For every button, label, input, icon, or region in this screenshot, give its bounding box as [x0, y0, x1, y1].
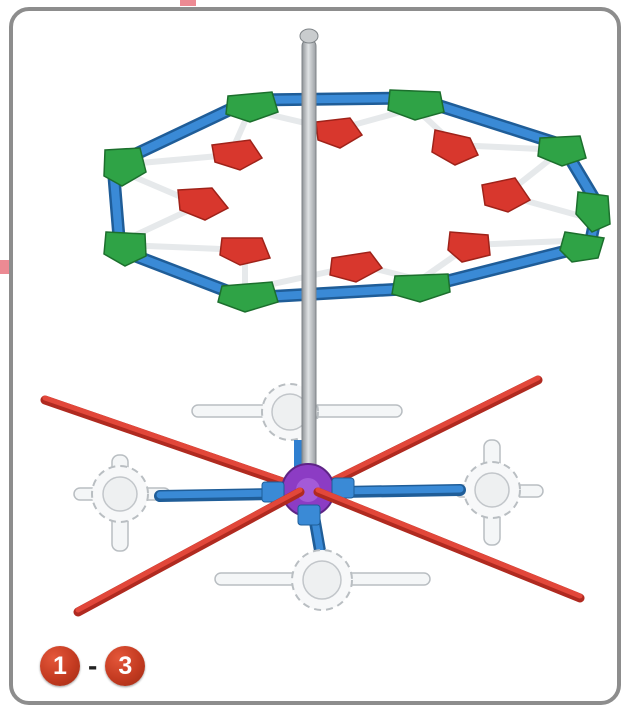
center-hub — [261, 463, 355, 526]
red-rod-front-left — [73, 487, 305, 617]
step-start-badge: 1 — [40, 646, 80, 686]
step-end-badge: 3 — [105, 646, 146, 686]
octagon-ring — [106, 91, 605, 305]
step-range-label: 1 - 3 — [40, 646, 146, 686]
white-gear-left — [73, 454, 171, 552]
red-rod-back-left — [40, 395, 305, 493]
page-corner-tab — [180, 0, 196, 6]
white-gear-back — [191, 383, 403, 441]
white-gear-front — [214, 549, 431, 611]
red-connectors — [177, 117, 532, 283]
step-range-separator: - — [88, 650, 98, 681]
central-axle — [299, 28, 319, 471]
green-connectors — [103, 89, 611, 313]
red-rod-back-right — [315, 375, 543, 493]
page-side-tab — [0, 260, 10, 274]
red-rod-front-right — [313, 487, 585, 603]
white-gear-right — [454, 439, 544, 546]
